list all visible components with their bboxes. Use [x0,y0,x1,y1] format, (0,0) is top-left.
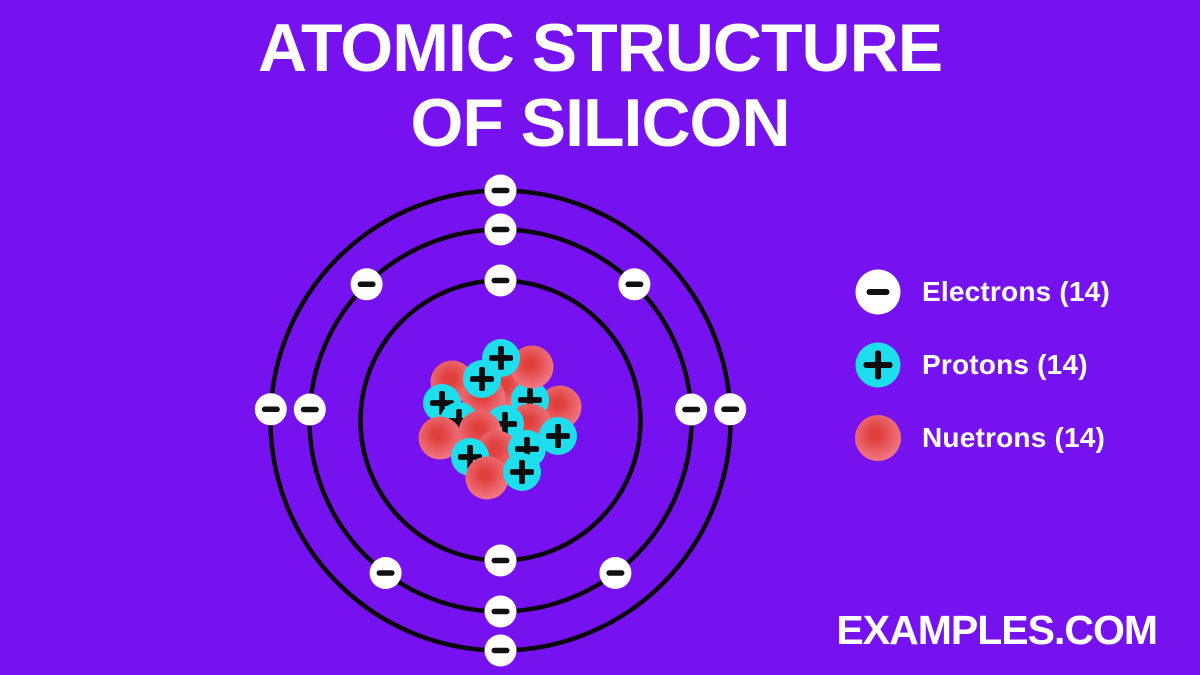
proton [463,360,501,398]
neutron [510,345,554,389]
neutron-legend-icon [855,415,901,461]
legend-label-protons: Protons (14) [922,349,1088,380]
minus-icon [606,570,625,576]
minus-icon [376,570,395,576]
minus-icon [491,647,510,654]
minus-icon [866,289,890,295]
legend-label-electrons: Electrons (14) [922,276,1110,307]
minus-icon [721,406,740,413]
legend-item-protons: Protons (14) [855,342,1110,388]
electron [714,393,747,426]
plus-icon [875,350,881,380]
proton [503,453,541,491]
neutron [418,416,462,460]
minus-icon [625,281,644,288]
legend-item-electrons: Electrons (14) [855,269,1110,315]
plus-icon [479,367,485,391]
legend-label-neutrons: Nuetrons (14) [922,422,1106,453]
electron [350,268,383,301]
neutron-body [418,416,462,460]
plus-icon [502,412,508,436]
minus-icon [491,608,510,615]
minus-icon [491,557,510,564]
electron-legend-icon [855,269,901,315]
neutron-body [465,456,509,500]
page-title: ATOMIC STRUCTURE OF SILICON [0,11,1200,161]
plus-icon [555,424,561,448]
minus-icon [491,187,510,194]
plus-icon [498,346,504,370]
electron [675,393,708,426]
plus-icon [519,460,525,484]
electron [484,174,517,207]
minus-icon [491,277,510,284]
neutron-body [510,345,554,389]
electron [618,268,651,301]
minus-icon [300,406,319,413]
electron [599,557,632,589]
proton [539,417,577,455]
legend-item-neutrons: Nuetrons (14) [855,415,1110,461]
minus-icon [491,226,510,233]
plus-icon [467,445,473,469]
neutron [465,456,509,500]
electron [484,595,517,628]
electron [484,634,517,667]
electron [293,393,326,426]
electron [484,213,517,246]
watermark: EXAMPLES.COM [836,607,1158,653]
title-line-2: OF SILICON [410,85,790,161]
legend: Electrons (14) Protons (14) Nuetrons (14… [855,269,1110,488]
electron [484,544,517,577]
electrons [254,174,747,667]
electron [254,393,287,426]
title-line-1: ATOMIC STRUCTURE [257,10,943,86]
minus-icon [682,406,701,413]
proton-legend-icon [855,342,901,388]
electron [369,557,402,589]
nucleus [418,339,582,500]
electron [484,264,517,297]
plus-icon [439,391,445,415]
minus-icon [261,406,280,413]
minus-icon [357,281,376,288]
